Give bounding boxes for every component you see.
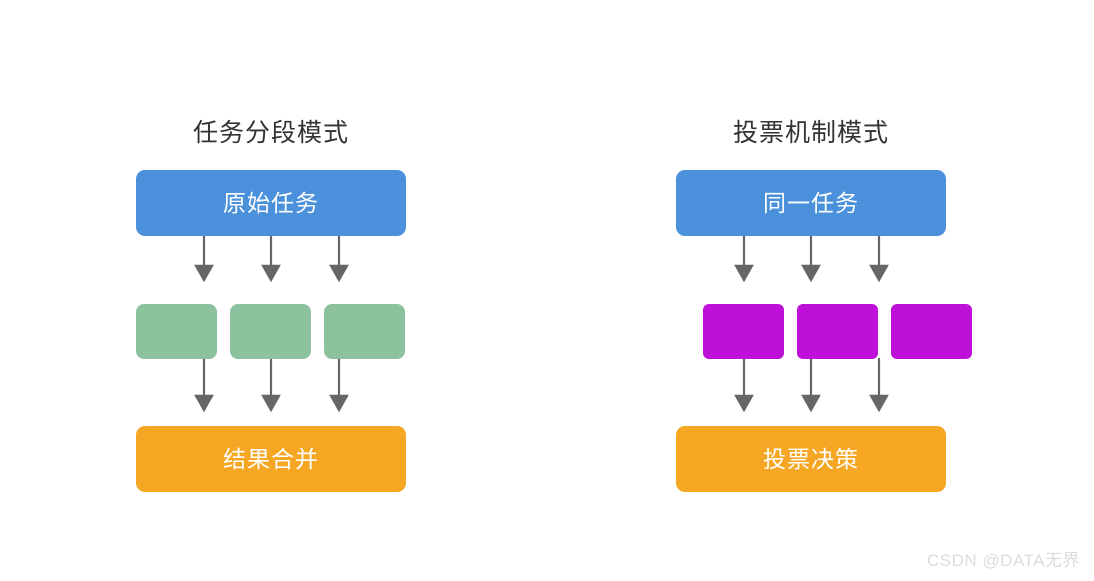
- node-original-task-label: 原始任务: [223, 189, 319, 216]
- node-voting-decision[interactable]: 投票决策: [676, 426, 946, 492]
- node-voter-3[interactable]: [891, 304, 972, 359]
- node-same-task[interactable]: 同一任务: [676, 170, 946, 236]
- node-same-task-label: 同一任务: [763, 189, 859, 216]
- node-subtask-3[interactable]: [324, 304, 405, 359]
- csdn-watermark: CSDN @DATA无界: [927, 551, 1080, 570]
- panel-title-voting-mechanism: 投票机制模式: [732, 119, 889, 147]
- node-voter-1[interactable]: [703, 304, 784, 359]
- node-subtask-1[interactable]: [136, 304, 217, 359]
- node-voter-2[interactable]: [797, 304, 878, 359]
- node-result-merge[interactable]: 结果合并: [136, 426, 406, 492]
- node-original-task[interactable]: 原始任务: [136, 170, 406, 236]
- node-subtask-2[interactable]: [230, 304, 311, 359]
- panel-title-task-segmentation: 任务分段模式: [192, 119, 349, 147]
- node-voting-decision-label: 投票决策: [763, 445, 859, 472]
- node-result-merge-label: 结果合并: [223, 445, 319, 472]
